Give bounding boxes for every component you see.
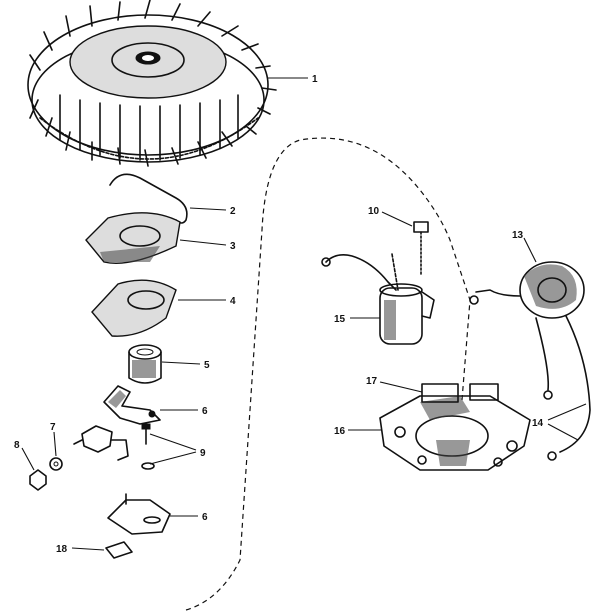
screw-and-washer: [141, 423, 155, 470]
callout-17: 17: [366, 376, 378, 387]
callout-5: 5: [204, 360, 210, 371]
spring-clip: [109, 173, 188, 224]
stator-plate: [379, 383, 531, 471]
breaker-arm: [103, 385, 161, 425]
callout-8: 8: [14, 440, 20, 451]
gasket: [91, 279, 177, 337]
callout-18: 18: [56, 544, 68, 555]
callout-10: 10: [368, 206, 380, 217]
flywheel: [27, 0, 277, 167]
felt-pad: [105, 541, 133, 559]
lower-plate: [107, 493, 171, 535]
nut: [29, 469, 47, 491]
callout-1: 1: [312, 74, 318, 85]
callout-13: 13: [512, 230, 524, 241]
assembly-outline: [185, 137, 471, 611]
breaker-bracket: [73, 425, 129, 461]
callout-numbers: 1 2 3 4 5 6 7 8 9 6 18 10 13 15 17 16 14: [14, 74, 544, 555]
callout-3: 3: [230, 241, 236, 252]
cover-plate: [85, 212, 181, 264]
callout-16: 16: [334, 426, 346, 437]
washer: [49, 457, 63, 471]
condenser: [321, 253, 435, 345]
callout-14: 14: [532, 418, 544, 429]
callout-2: 2: [230, 206, 236, 217]
callout-6b: 6: [202, 512, 208, 523]
callout-7: 7: [50, 422, 56, 433]
leader-lines: [21, 77, 587, 551]
ignition-coil: [469, 261, 591, 461]
condenser-screw: [413, 221, 429, 277]
callout-6a: 6: [202, 406, 208, 417]
callout-4: 4: [230, 296, 236, 307]
callout-15: 15: [334, 314, 346, 325]
callout-9: 9: [200, 448, 206, 459]
bushing: [128, 344, 162, 384]
